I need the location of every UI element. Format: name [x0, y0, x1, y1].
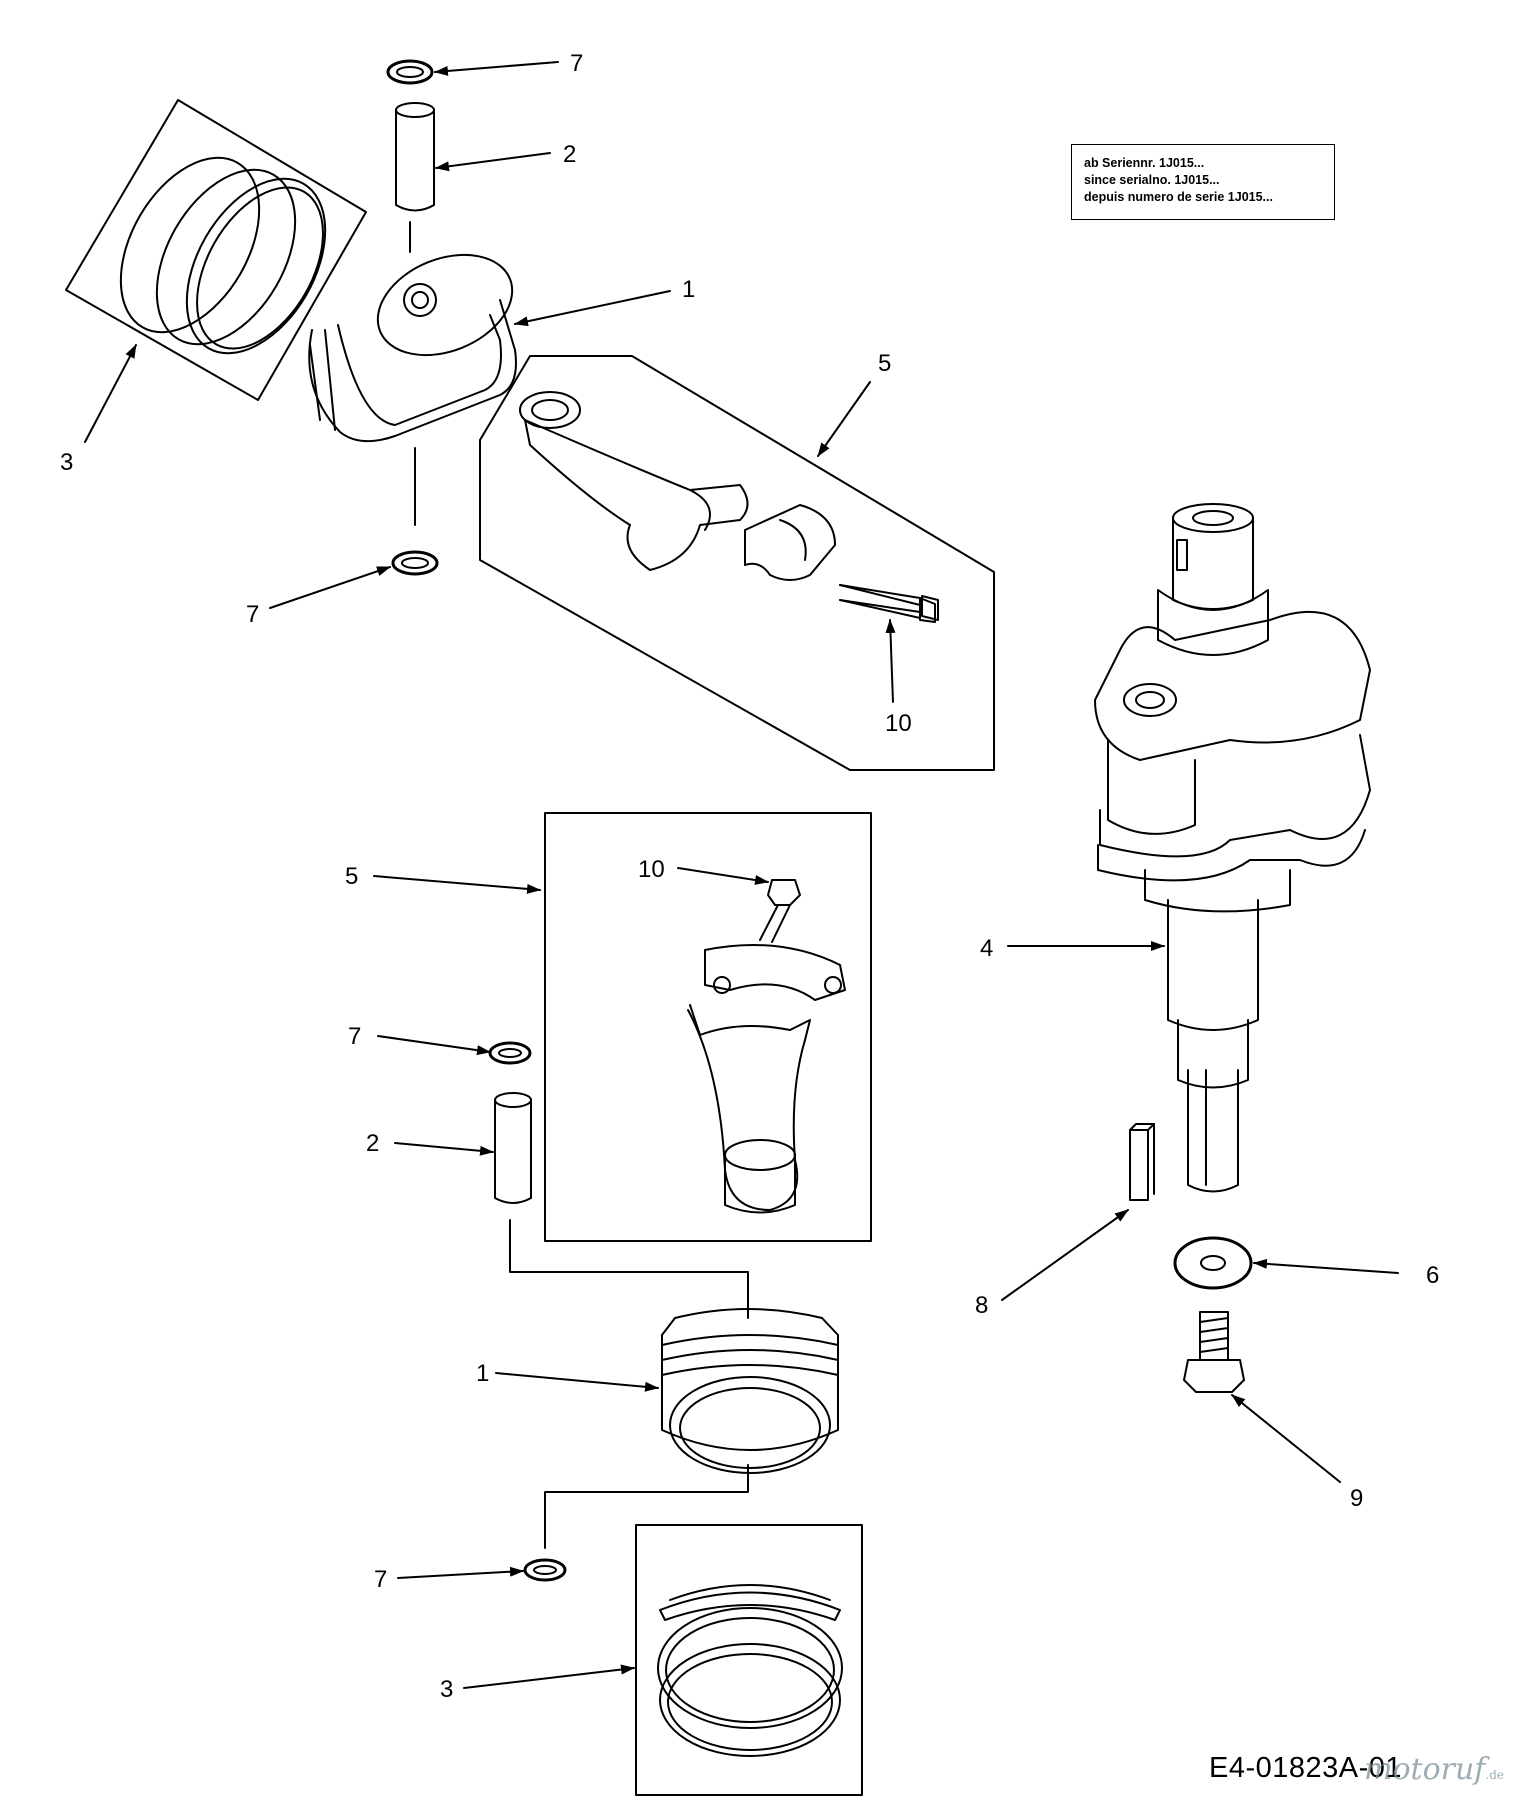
arrow-icon [514, 290, 671, 327]
serial-note-en: since serialno. 1J015... [1084, 173, 1220, 187]
bottom-piston-pin-icon [494, 1092, 532, 1204]
arrow-icon [1001, 1209, 1129, 1301]
callout-washer: 6 [1426, 1262, 1439, 1289]
woodruff-key-icon [1129, 1123, 1155, 1201]
washer-icon [1173, 1236, 1253, 1290]
arrow-icon [434, 61, 559, 76]
drawing-number: E4-01823A-01 [1209, 1752, 1403, 1784]
arrow-icon [1253, 1258, 1399, 1274]
callout-top-clip-lower: 7 [246, 601, 259, 628]
serial-note-de: ab Seriennr. 1J015... [1084, 156, 1205, 170]
callout-top-bolt: 10 [885, 710, 912, 737]
callout-crank-bolt: 9 [1350, 1485, 1363, 1512]
watermark-suffix: .de [1485, 1768, 1505, 1782]
bottom-bolt-icon [759, 879, 801, 943]
top-piston-icon [308, 253, 517, 443]
serial-number-note: ab Seriennr. 1J015... since serialno. 1J… [1071, 144, 1335, 220]
arrow-icon [817, 381, 871, 457]
arrow-icon [373, 875, 541, 894]
bottom-circlip-lower-icon [523, 1558, 567, 1582]
bottom-piston-icon [661, 1308, 839, 1474]
top-piston-ring-icon [65, 99, 367, 401]
bottom-circlip-icon [488, 1041, 532, 1065]
callout-crankshaft: 4 [980, 935, 993, 962]
arrow-icon [394, 1142, 494, 1156]
callout-bottom-clip-upper: 7 [348, 1023, 361, 1050]
serial-note-fr: depuis numero de serie 1J015... [1084, 190, 1273, 204]
watermark-text: motoruf [1364, 1752, 1486, 1787]
top-connecting-rod-icon [479, 355, 995, 771]
arrow-icon [495, 1372, 659, 1392]
top-bolt-icon [839, 584, 939, 621]
crank-bolt-icon [1183, 1311, 1245, 1393]
callout-key: 8 [975, 1292, 988, 1319]
arrow-icon [885, 619, 896, 703]
bottom-piston-guide-line [544, 1464, 749, 1549]
arrow-icon [463, 1664, 635, 1689]
callout-top-clip-upper: 7 [570, 50, 583, 77]
top-piston-pin-icon [395, 102, 435, 212]
callout-bottom-piston: 1 [476, 1360, 489, 1387]
callout-labels: 7 2 1 3 7 5 10 4 6 8 9 5 10 7 2 1 7 3 [60, 50, 1439, 1703]
bottom-connecting-rod-icon [544, 812, 872, 1242]
callout-bottom-pin: 2 [366, 1130, 379, 1157]
arrow-icon [397, 1566, 524, 1579]
arrow-icon [84, 344, 137, 443]
bottom-pin-guide-line [509, 1219, 749, 1319]
callout-top-conrod: 5 [878, 350, 891, 377]
arrow-icon [677, 867, 769, 885]
bottom-piston-ring-icon [635, 1524, 863, 1796]
arrow-icon [435, 152, 551, 172]
callout-top-rings: 3 [60, 449, 73, 476]
callout-top-piston: 1 [682, 276, 695, 303]
crankshaft-icon [1094, 503, 1371, 1193]
callout-bottom-conrod: 5 [345, 863, 358, 890]
arrow-icon [1231, 1394, 1341, 1483]
watermark: motoruf.de [1364, 1752, 1504, 1787]
top-circlip-icon [386, 59, 434, 85]
callout-bottom-rings: 3 [440, 1676, 453, 1703]
top-circlip-lower-icon [391, 550, 439, 576]
callout-bottom-bolt: 10 [638, 856, 665, 883]
leader-arrows [84, 61, 1399, 1689]
callout-bottom-clip-lower: 7 [374, 1566, 387, 1593]
callout-top-pin: 2 [563, 141, 576, 168]
arrow-icon [269, 566, 391, 609]
arrow-icon [377, 1035, 491, 1056]
